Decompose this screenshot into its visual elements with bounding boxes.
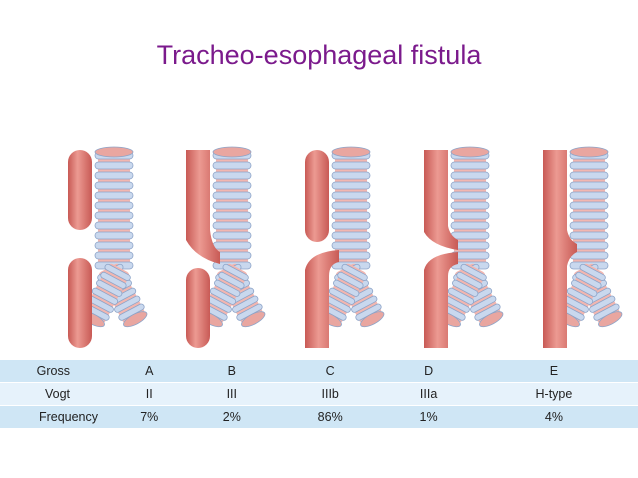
trachea-d (436, 146, 504, 328)
frequency-d: 1% (387, 405, 470, 429)
gross-label: Gross (0, 360, 108, 383)
gross-row: Gross A B C D E (0, 360, 638, 383)
esophagus-d (424, 150, 458, 348)
vogt-e: H-type (469, 382, 638, 406)
variant-a (68, 146, 148, 348)
frequency-c: 86% (273, 405, 388, 429)
classification-table: Gross A B C D E Vogt II III IIIb IIIa H-… (0, 360, 638, 429)
variant-d (424, 146, 504, 348)
gross-a: A (108, 360, 191, 383)
frequency-row: Frequency 7% 2% 86% 1% 4% (0, 405, 638, 429)
esophagus-a (68, 150, 92, 348)
trachea-a (80, 146, 148, 328)
variant-e (543, 146, 623, 348)
vogt-d: IIIa (387, 382, 470, 406)
vogt-c: IIIb (273, 382, 388, 406)
esophagus-e (543, 150, 577, 348)
esophagus-c (305, 150, 339, 348)
slide-title: Tracheo-esophageal fistula (156, 40, 482, 70)
vogt-a: II (108, 382, 191, 406)
trachea-e (555, 146, 623, 328)
tef-anatomy-figure (68, 146, 623, 348)
vogt-b: III (190, 382, 274, 406)
frequency-a: 7% (108, 405, 191, 429)
frequency-e: 4% (469, 405, 638, 429)
vogt-label: Vogt (0, 382, 108, 406)
gross-c: C (273, 360, 388, 383)
esophagus-b (186, 150, 220, 348)
gross-b: B (190, 360, 274, 383)
frequency-b: 2% (190, 405, 274, 429)
gross-e: E (469, 360, 638, 383)
gross-d: D (387, 360, 470, 383)
variant-c (305, 146, 385, 348)
trachea-b (198, 146, 266, 328)
vogt-row: Vogt II III IIIb IIIa H-type (0, 382, 638, 406)
frequency-label: Frequency (0, 405, 108, 429)
variant-b (186, 146, 266, 348)
